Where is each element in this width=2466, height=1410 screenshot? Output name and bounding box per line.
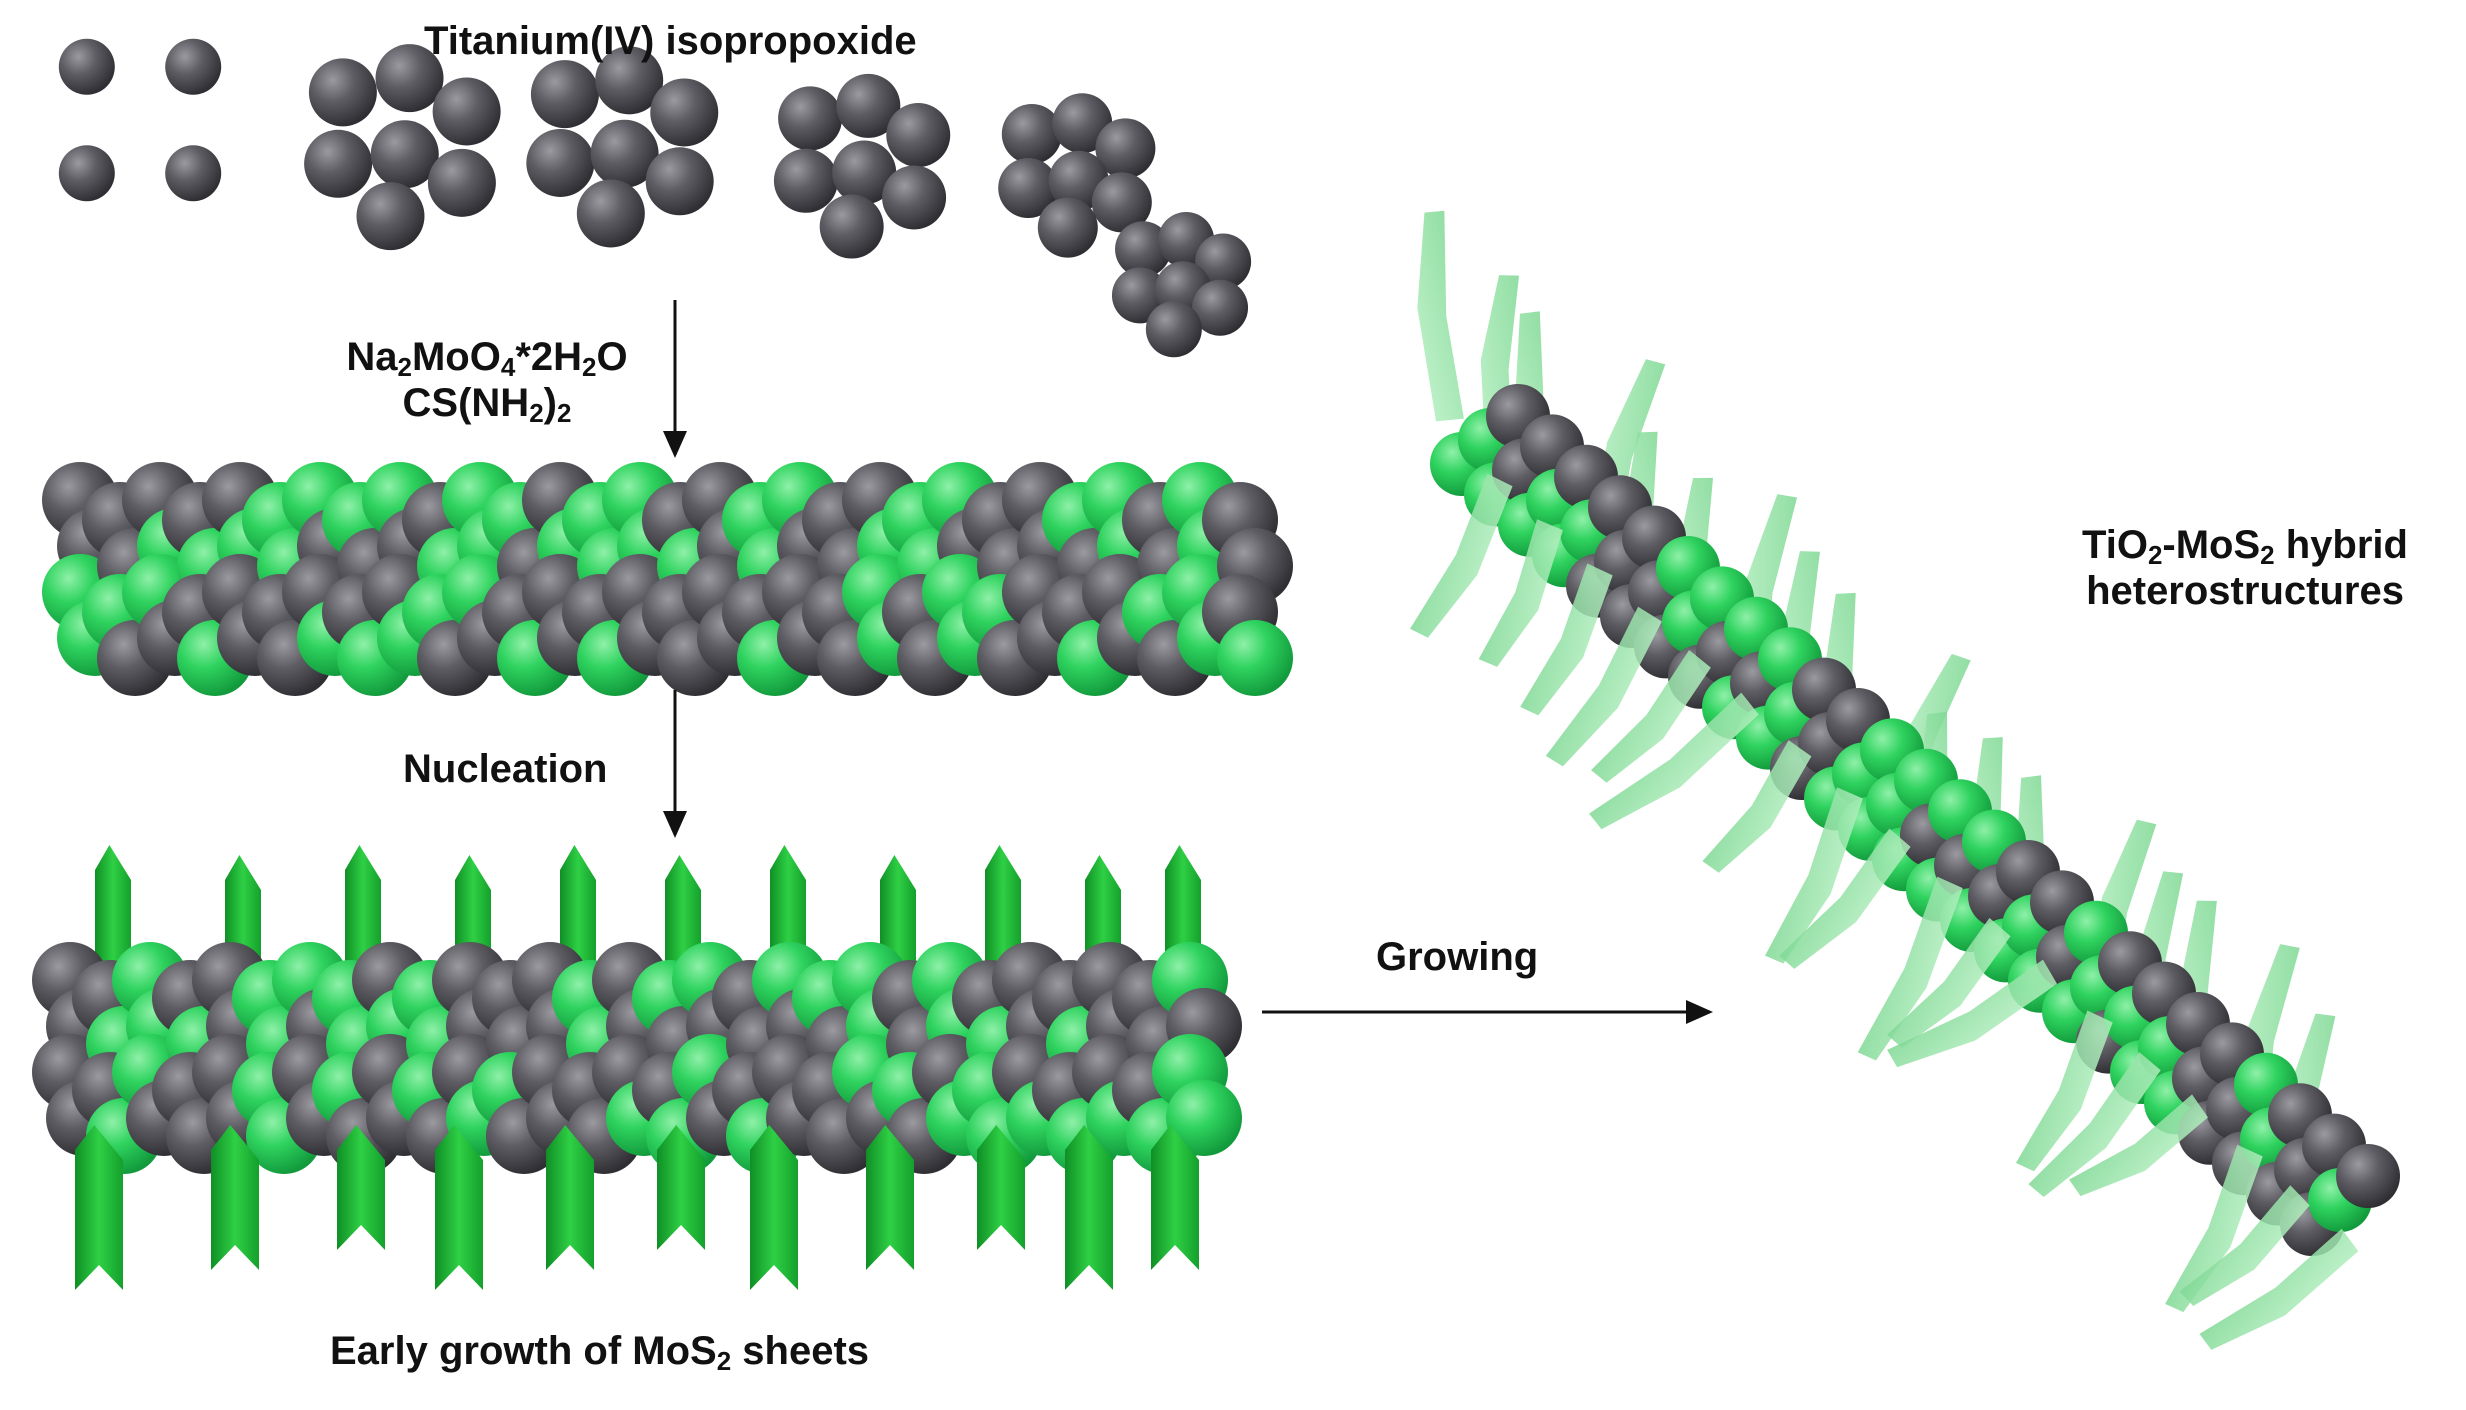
hybrid-sheet [1589,692,1759,830]
titanium-sphere [650,78,719,147]
hybrid-sheet [2028,1052,2161,1198]
hybrid-sheet [2165,1144,2263,1313]
titanium-sphere [304,129,373,198]
titanium-sphere [832,140,897,205]
titanium-sphere [1037,197,1098,258]
early-sheet-bottom [435,1125,483,1290]
early-growth-chain [32,942,1242,1174]
titanium-sphere [58,38,115,95]
reagent-label: Na2MoO4*2H2O CS(NH2)2 [302,334,672,426]
early-mos2-sheets [95,845,1201,990]
titanium-sphere [375,44,444,113]
titanium-sphere [1192,279,1249,336]
early-sheet-bottom [866,1125,914,1270]
titanium-sphere [1095,118,1156,179]
titanium-sphere [526,128,595,197]
titanium-sphere [773,148,838,213]
hybrid-sheet [2179,1185,2310,1306]
titanium-sphere [576,179,645,248]
titanium-sphere [1091,172,1152,233]
titanium-sphere [356,182,425,251]
hybrid-sheet [1417,210,1464,422]
early-sheet-bottom [546,1125,594,1270]
precursor-clusters [58,38,1252,358]
nucleated-chain [42,462,1293,696]
hybrid-sheet [1702,740,1812,873]
hybrid-sheet [2015,1010,2113,1172]
titanium-sphere [778,86,843,151]
titanium-sphere [432,77,501,146]
sulfur-sphere [1217,620,1293,696]
hybrid-sheet [1545,606,1662,767]
reagent-line-2: CS(NH2)2 [402,381,572,428]
hybrid-sheet [1520,563,1613,716]
titanium-sphere [1145,301,1202,358]
titanium-sphere [58,145,115,202]
early-sheet-bottom [211,1125,259,1270]
titanium-sphere [1111,267,1168,324]
titanium-sphere [165,38,222,95]
titanium-sphere [530,60,599,129]
titanium-sphere [882,165,947,230]
sulfur-sphere [1166,1080,1242,1156]
early-sheet-bottom [1065,1125,1113,1290]
titanium-sphere [2336,1144,2400,1208]
growing-label: Growing [1376,935,1539,979]
hybrid-line-1: TiO2-MoS2 hybrid [2082,523,2408,570]
hybrid-sheet [1478,519,1563,667]
early-sheet-top [95,845,131,990]
titanium-sphere [1001,104,1062,164]
reagent-line-1: Na2MoO4*2H2O [346,335,628,382]
hybrid-sheet [1887,959,2058,1068]
titanium-sphere [836,73,901,138]
hybrid-sheet [1886,917,2011,1048]
early-growth-label: Early growth of MoS2 sheets [330,1329,870,1376]
hybrid-sheets-front [1410,473,2359,1350]
titanium-sphere [1115,221,1172,278]
titanium-sphere [1195,233,1252,290]
precursor-label: Titanium(IV) isopropoxide [424,19,917,63]
early-sheet-bottom [750,1125,798,1290]
titanium-sphere [595,46,664,115]
hybrid-sheet [1857,876,1963,1061]
hybrid-sheet [1410,473,1513,638]
titanium-sphere [998,158,1059,218]
early-sheet-bottom [657,1125,705,1250]
early-sheet-bottom [1151,1125,1199,1270]
hybrid-line-2: heterostructures [2086,569,2404,613]
titanium-sphere [819,194,884,259]
hybrid-sheet [2199,1228,2359,1350]
titanium-sphere [645,147,714,216]
hybrid-sheet [2069,1094,2208,1197]
titanium-sphere [886,103,951,168]
titanium-sphere [370,120,439,189]
titanium-sphere [590,119,659,188]
hybrid-sheet [1591,649,1711,783]
hybrid-sheet [1765,787,1863,964]
early-sheet-bottom [977,1125,1025,1250]
hybrid-heterostructure-chain [1430,384,2400,1256]
hybrid-sheet [1779,828,1911,969]
hybrid-label: TiO2-MoS2 hybrid heterostructures [2040,522,2450,614]
nucleation-label: Nucleation [403,747,608,791]
early-sheet-bottom [75,1125,123,1290]
titanium-sphere [165,145,222,202]
early-mos2-sheets-front [75,1125,1199,1290]
titanium-sphere [308,58,377,127]
early-sheet-bottom [337,1125,385,1250]
titanium-sphere [427,148,496,217]
